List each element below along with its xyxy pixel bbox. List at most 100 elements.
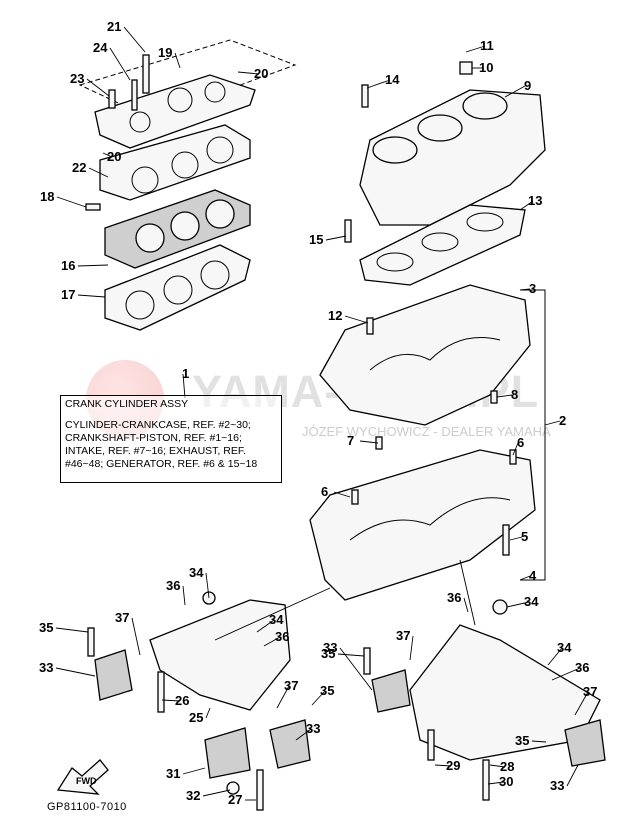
- callout-leader-21: [123, 26, 146, 53]
- callout-leader-6: [512, 442, 519, 456]
- callout-leader-31: [182, 767, 206, 775]
- head-cover-port: [167, 87, 193, 113]
- dowel-pin-part: [490, 390, 498, 404]
- callout-number-36: 36: [275, 629, 289, 644]
- callout-number-33: 33: [323, 640, 337, 655]
- callout-number-35: 35: [515, 733, 529, 748]
- callout-leader-33: [566, 764, 579, 787]
- callout-leader-24: [109, 47, 131, 81]
- callout-number-23: 23: [70, 71, 84, 86]
- callout-number-3: 3: [529, 281, 536, 296]
- callout-number-37: 37: [583, 684, 597, 699]
- callout-number-31: 31: [166, 766, 180, 781]
- callout-number-10: 10: [479, 60, 493, 75]
- callout-number-9: 9: [524, 78, 531, 93]
- callout-leader-36: [263, 636, 281, 647]
- callout-leader-37: [131, 617, 141, 656]
- callout-leader-23: [86, 78, 110, 97]
- callout-leader-2: [544, 420, 561, 426]
- callout-number-12: 12: [328, 308, 342, 323]
- callout-number-11: 11: [480, 38, 494, 53]
- combustion-chamber: [205, 199, 235, 229]
- watermark-subtext: JÓZEF WYCHOWICZ - DEALER YAMAHA: [302, 424, 551, 439]
- rubber-mount-part: [564, 719, 606, 767]
- callout-number-35: 35: [321, 646, 335, 661]
- gasket-bore: [421, 232, 459, 252]
- bolt-part: [157, 671, 165, 713]
- gasket-hole: [206, 136, 234, 164]
- callout-leader-28: [489, 764, 506, 768]
- callout-number-32: 32: [186, 788, 200, 803]
- callout-leader-7: [359, 440, 379, 444]
- bolt-part: [502, 524, 510, 556]
- gasket-hole: [131, 166, 159, 194]
- callout-number-22: 22: [72, 160, 86, 175]
- gasket-bore: [466, 212, 504, 232]
- callout-number-34: 34: [557, 640, 572, 655]
- crankcase-journals: [349, 497, 511, 541]
- callout-leader-22: [88, 167, 109, 178]
- gasket-bore: [200, 260, 230, 290]
- callout-leader-14: [366, 79, 391, 89]
- bolt-part: [427, 729, 435, 761]
- head-cover-part: [94, 74, 256, 149]
- callout-number-37: 37: [115, 610, 129, 625]
- callout-leader-37: [409, 635, 414, 661]
- bolt-part: [256, 769, 264, 811]
- bolt-part: [87, 627, 95, 657]
- cylinder-bore: [417, 114, 463, 142]
- nut-part: [226, 781, 240, 795]
- callout-leader-33: [55, 667, 96, 677]
- callout-number-30: 30: [499, 774, 513, 789]
- reference-note-line: CRANKSHAFT-PISTON, REF. #1~16;: [65, 432, 242, 444]
- callout-leader-36: [551, 667, 581, 681]
- callout-number-4: 4: [529, 568, 537, 583]
- callout-leader-1: [182, 373, 186, 399]
- callout-leader-18: [56, 196, 87, 208]
- callout-number-5: 5: [521, 529, 528, 544]
- head-cover-dashed-outline: [78, 39, 297, 119]
- callout-leader-29: [434, 764, 452, 767]
- callout-number-6: 6: [321, 484, 328, 499]
- callout-number-2: 2: [559, 413, 566, 428]
- cylinder-block-part: [359, 89, 546, 226]
- callout-number-29: 29: [446, 758, 460, 773]
- reference-note-line: INTAKE, REF. #7~16; EXHAUST, REF.: [65, 445, 246, 457]
- rubber-mount-part: [94, 649, 133, 701]
- callout-number-34: 34: [524, 594, 539, 609]
- bolt-part: [363, 647, 371, 675]
- callout-leader-36: [463, 597, 469, 613]
- callout-number-28: 28: [500, 759, 514, 774]
- callout-number-34: 34: [269, 612, 284, 627]
- fwd-arrow-icon: [56, 759, 109, 795]
- nut-part: [492, 599, 508, 615]
- callout-leader-34: [506, 601, 530, 608]
- callout-number-8: 8: [511, 387, 518, 402]
- callout-leader-37: [276, 685, 290, 709]
- callout-leader-36: [182, 585, 186, 606]
- callout-numbers: 1234566789101112131415161718192020212223…: [39, 19, 597, 807]
- callout-number-14: 14: [385, 72, 400, 87]
- callout-leader-34: [547, 647, 563, 666]
- callout-leader-35: [55, 627, 89, 633]
- callout-leader-35: [311, 690, 326, 706]
- callout-number-18: 18: [40, 189, 54, 204]
- callout-leader-16: [77, 264, 109, 267]
- callout-leader-37: [574, 691, 589, 716]
- callout-leader-11: [465, 45, 486, 53]
- gasket-bore: [376, 252, 414, 272]
- cylinder-bore: [372, 136, 418, 164]
- callout-number-19: 19: [158, 45, 172, 60]
- callout-leader-20: [237, 71, 260, 75]
- callout-number-35: 35: [39, 620, 53, 635]
- combustion-chamber: [135, 223, 165, 253]
- assembly-bracket-line: [520, 289, 546, 581]
- callout-leader-30: [487, 781, 505, 785]
- combustion-chamber: [170, 211, 200, 241]
- callout-number-13: 13: [528, 193, 542, 208]
- callout-number-36: 36: [447, 590, 461, 605]
- dowel-pin-part: [366, 317, 374, 335]
- callout-leader-35: [531, 740, 547, 743]
- callout-number-15: 15: [309, 232, 323, 247]
